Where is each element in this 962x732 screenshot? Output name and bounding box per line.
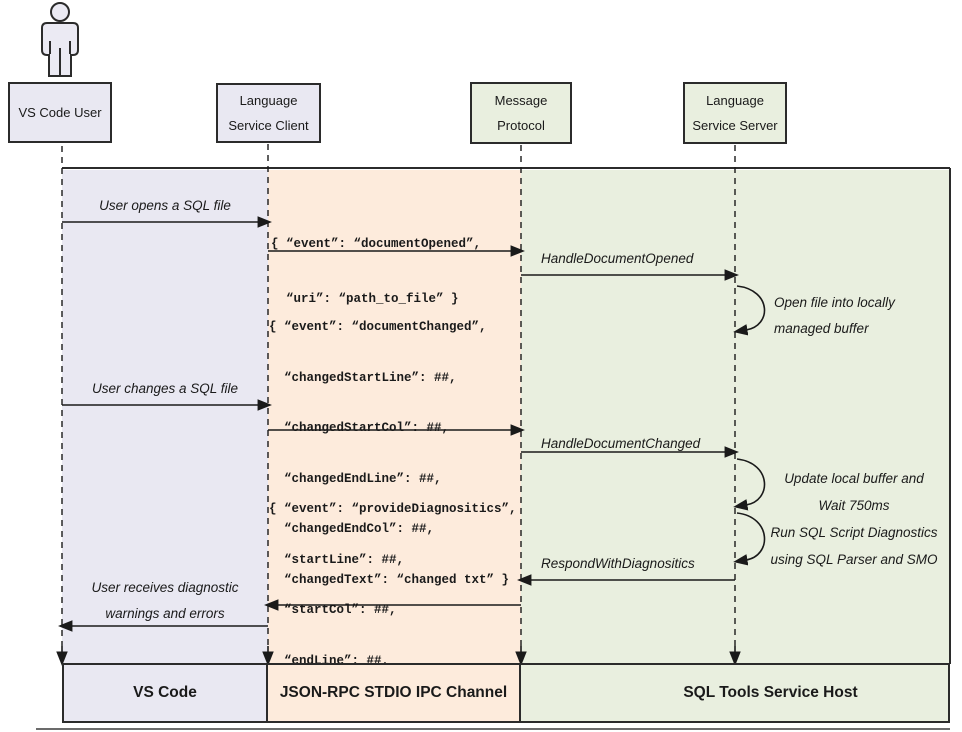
system-box-label: JSON-RPC STDIO IPC Channel bbox=[279, 684, 508, 701]
label-user-receives-diagnostics: User receives diagnostic warnings and er… bbox=[62, 575, 268, 627]
label-note-open-file-2: managed buffer bbox=[774, 321, 869, 336]
payload-line: { “event”: “provideDiagnositics”, bbox=[269, 502, 517, 516]
label-note-run-diagnostics-2: using SQL Parser and SMO bbox=[770, 552, 938, 567]
payload-line: “uri”: “path_to_file” } bbox=[271, 292, 459, 306]
lane-vscode bbox=[62, 170, 268, 663]
actor-label-line1: Message bbox=[494, 93, 548, 108]
actor-box-language-service-server: Language Service Server bbox=[683, 82, 787, 144]
actor-label-line2: Protocol bbox=[497, 118, 545, 133]
label-user-opens-file: User opens a SQL file bbox=[99, 198, 231, 213]
actor-label-line1: Language bbox=[706, 93, 764, 108]
actor-box-message-protocol: Message Protocol bbox=[470, 82, 572, 144]
actor-label-line1: Language bbox=[239, 93, 298, 108]
label-user-changes-file: User changes a SQL file bbox=[91, 381, 239, 396]
payload-line: “changedStartLine”: ##, bbox=[269, 370, 457, 385]
system-box-ipc-channel: JSON-RPC STDIO IPC Channel bbox=[266, 663, 521, 723]
selfloop-open-file-buffer bbox=[733, 285, 766, 336]
payload-document-changed: { “event”: “documentChanged”, “changedSt… bbox=[269, 288, 509, 619]
label-line1: User receives diagnostic bbox=[91, 580, 239, 595]
label-note-update-buffer-1: Update local buffer and bbox=[784, 471, 924, 486]
payload-document-opened: { “event”: “documentOpened”, “uri”: “pat… bbox=[271, 203, 481, 341]
actor-box-vscode-user: VS Code User bbox=[8, 82, 112, 143]
actor-label: VS Code User bbox=[18, 105, 102, 120]
selfloop-update-buffer bbox=[733, 458, 766, 511]
actor-label-line2: Service Client bbox=[228, 118, 309, 133]
user-actor-icon bbox=[41, 2, 79, 77]
payload-line: “changedText”: “changed txt” } bbox=[269, 572, 510, 587]
system-box-vscode: VS Code bbox=[62, 663, 268, 723]
label-note-open-file-1: Open file into locally bbox=[774, 295, 895, 310]
label-respond-with-diagnostics: RespondWithDiagnositics bbox=[541, 556, 695, 571]
payload-line: “changedEndCol”: ##, bbox=[269, 522, 435, 536]
lane-ipc-channel bbox=[268, 170, 521, 663]
payload-line: “startLine”: ##, bbox=[269, 552, 405, 567]
payload-line: { “event”: “documentOpened”, bbox=[271, 237, 482, 251]
label-note-update-buffer-2: Wait 750ms bbox=[818, 498, 890, 513]
label-handle-document-opened: HandleDocumentOpened bbox=[541, 251, 694, 266]
payload-line: “startCol”: ##, bbox=[269, 603, 397, 617]
actor-box-language-service-client: Language Service Client bbox=[216, 83, 321, 143]
payload-line: “changedStartCol”: ##, bbox=[269, 421, 450, 435]
system-box-label: VS Code bbox=[133, 684, 197, 701]
label-line2: warnings and errors bbox=[105, 606, 225, 621]
system-box-label: SQL Tools Service Host bbox=[683, 684, 858, 701]
label-note-run-diagnostics-1: Run SQL Script Diagnostics bbox=[770, 525, 938, 540]
system-box-service-host: SQL Tools Service Host bbox=[519, 663, 950, 723]
actor-label-line2: Service Server bbox=[692, 118, 778, 133]
label-handle-document-changed: HandleDocumentChanged bbox=[541, 436, 701, 451]
selfloop-run-diagnostics bbox=[733, 512, 766, 566]
lane-service-host bbox=[521, 170, 950, 663]
payload-line: { “event”: “documentChanged”, bbox=[269, 320, 487, 334]
payload-line: “changedEndLine”: ##, bbox=[269, 471, 442, 486]
